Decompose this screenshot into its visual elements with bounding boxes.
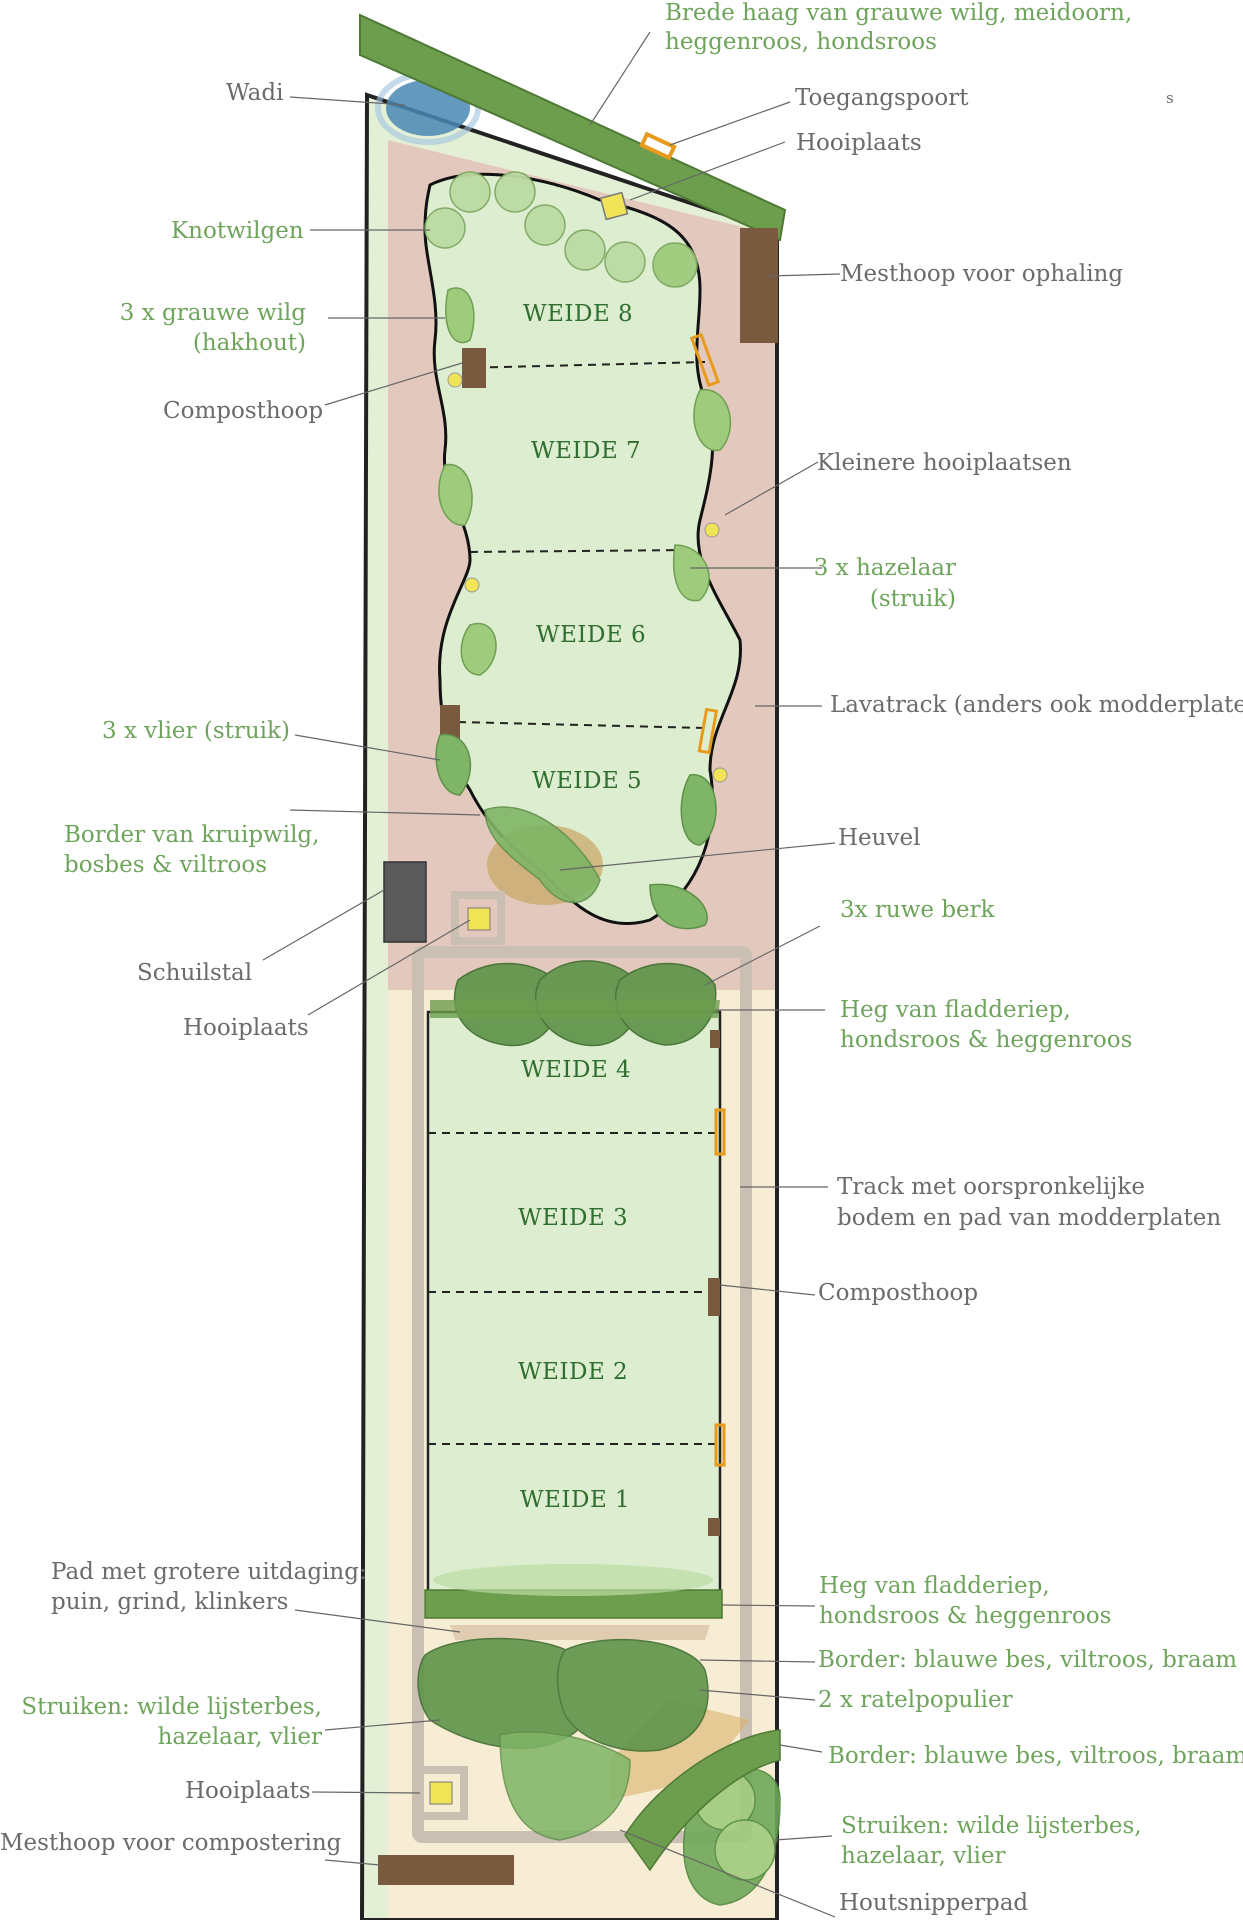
label-ruwe-berk: 3x ruwe berk (840, 897, 995, 923)
label-mesthoop-compostering: Mesthoop voor compostering (0, 1830, 342, 1856)
mesthoop-compostering-rect (378, 1855, 514, 1885)
gate-right-lower-1 (714, 1108, 726, 1156)
composthoop-right-2 (708, 1278, 720, 1316)
label-pad-line2: puin, grind, klinkers (51, 1589, 289, 1615)
label-pad-line1: Pad met grotere uitdaging: (51, 1559, 367, 1585)
label-grauwe-wilg-line1: 3 x grauwe wilg (119, 300, 306, 326)
label-struiken-left-line1: Struiken: wilde lijsterbes, (21, 1694, 322, 1720)
label-struiken-right-line2: hazelaar, vlier (841, 1843, 1006, 1869)
weide-8-label: WEIDE 8 (523, 301, 634, 327)
label-struiken-right-line1: Struiken: wilde lijsterbes, (841, 1813, 1142, 1839)
label-mesthoop-ophaling: Mesthoop voor ophaling (840, 261, 1124, 287)
weide-6-label: WEIDE 6 (536, 622, 647, 648)
label-heuvel: Heuvel (838, 825, 921, 851)
label-border-kruipwilg-line2: bosbes & viltroos (64, 852, 268, 878)
separator-7-6 (469, 549, 691, 553)
gate-right-lower-2 (714, 1423, 726, 1467)
label-heg-bottom-line2: hondsroos & heggenroos (819, 1603, 1112, 1629)
gate-right-upper (689, 332, 721, 388)
hedge-middle (430, 1000, 720, 1018)
weide-1-label: WEIDE 1 (520, 1487, 631, 1513)
label-lavatrack: Lavatrack (anders ook modderplaten) (830, 692, 1243, 718)
label-hooiplaats-bottom: Hooiplaats (185, 1778, 311, 1804)
label-hooiplaats-mid: Hooiplaats (183, 1015, 309, 1041)
label-composthoop-left: Composthoop (163, 398, 324, 424)
label-knotwilgen: Knotwilgen (171, 218, 304, 244)
label-ratelpopulier: 2 x ratelpopulier (818, 1687, 1013, 1713)
shrub-left-3 (460, 622, 497, 676)
composthoop-left-rect (462, 348, 486, 388)
leader-lines (262, 31, 841, 1918)
knotwilgen-trees (424, 171, 698, 288)
grauwe-wilg-shrubs (445, 287, 475, 344)
gate-top (639, 131, 677, 161)
label-border-bes-1: Border: blauwe bes, viltroos, braam (818, 1647, 1238, 1673)
small-hay-1 (447, 372, 463, 388)
label-heg-top-line1: Heg van fladderiep, (840, 997, 1071, 1023)
shrub-right-2 (680, 774, 717, 846)
hooiplaats-bottom-square (429, 1781, 453, 1805)
label-track-line1: Track met oorspronkelijke (837, 1174, 1145, 1200)
upper-meadow (423, 172, 742, 926)
label-track-line2: bodem en pad van modderplaten (837, 1205, 1222, 1231)
separator-8-7 (461, 361, 706, 369)
label-grauwe-wilg-line2: (hakhout) (192, 330, 306, 356)
hooiplaats-mid-frame (451, 891, 505, 945)
label-hazelaar-line1: 3 x hazelaar (813, 555, 956, 581)
label-schuilstal: Schuilstal (137, 960, 253, 986)
small-hay-4 (712, 767, 728, 783)
weide-7-label: WEIDE 7 (531, 438, 642, 464)
label-heg-bottom-line1: Heg van fladderiep, (819, 1573, 1050, 1599)
hedge-bottom-glow (433, 1564, 713, 1596)
label-haag-line1: Brede haag van grauwe wilg, meidoorn, (665, 0, 1133, 26)
composthoop-right-3 (708, 1518, 720, 1536)
label-hazelaar-line2: (struik) (869, 586, 956, 612)
weide-3-label: WEIDE 3 (518, 1205, 629, 1231)
label-hooiplaats-top: Hooiplaats (796, 130, 922, 156)
label-heg-top-line2: hondsroos & heggenroos (840, 1027, 1133, 1053)
label-vlier: 3 x vlier (struik) (102, 718, 290, 744)
composthoop-right-1 (710, 1030, 720, 1048)
label-haag-line2: heggenroos, hondsroos (665, 29, 937, 55)
mesthoop-ophaling-rect (740, 228, 778, 343)
label-wadi: Wadi (226, 80, 284, 106)
label-struiken-left-line2: hazelaar, vlier (157, 1724, 322, 1750)
label-houtsnipperpad: Houtsnipperpad (839, 1890, 1029, 1916)
label-toegangspoort: Toegangspoort (795, 85, 969, 111)
gate-right-mid (697, 707, 719, 755)
weide-2-label: WEIDE 2 (518, 1359, 629, 1385)
shrub-right-1 (693, 389, 732, 452)
label-stray-s: s (1166, 89, 1174, 107)
hazelaar-shrub (673, 544, 710, 602)
shrub-bottom-right (649, 883, 708, 930)
lower-meadow (426, 1010, 722, 1599)
grey-path-ring (412, 946, 752, 1843)
border-kruipwilg (484, 806, 601, 904)
weide-4-label: WEIDE 4 (521, 1057, 632, 1083)
struiken-center (499, 1731, 631, 1841)
label-kleinere-hooiplaatsen: Kleinere hooiplaatsen (817, 450, 1072, 476)
pad-puin (450, 1625, 710, 1640)
weide-5-label: WEIDE 5 (532, 768, 643, 794)
label-composthoop-right: Composthoop (818, 1280, 979, 1306)
hooiplaats-mid-square (467, 907, 491, 931)
schuilstal-rect (383, 861, 427, 943)
small-hay-2 (704, 522, 720, 538)
shrub-left-2 (438, 464, 473, 526)
hooiplaats-top-square (599, 191, 629, 221)
small-hay-3 (464, 577, 480, 593)
vlier-shrub (435, 733, 472, 796)
label-border-bes-2: Border: blauwe bes, viltroos, braam (828, 1743, 1243, 1769)
composthoop-left-2 (440, 705, 460, 743)
ratelpopulier-trees (417, 1637, 709, 1752)
label-border-kruipwilg-line1: Border van kruipwilg, (64, 822, 320, 848)
